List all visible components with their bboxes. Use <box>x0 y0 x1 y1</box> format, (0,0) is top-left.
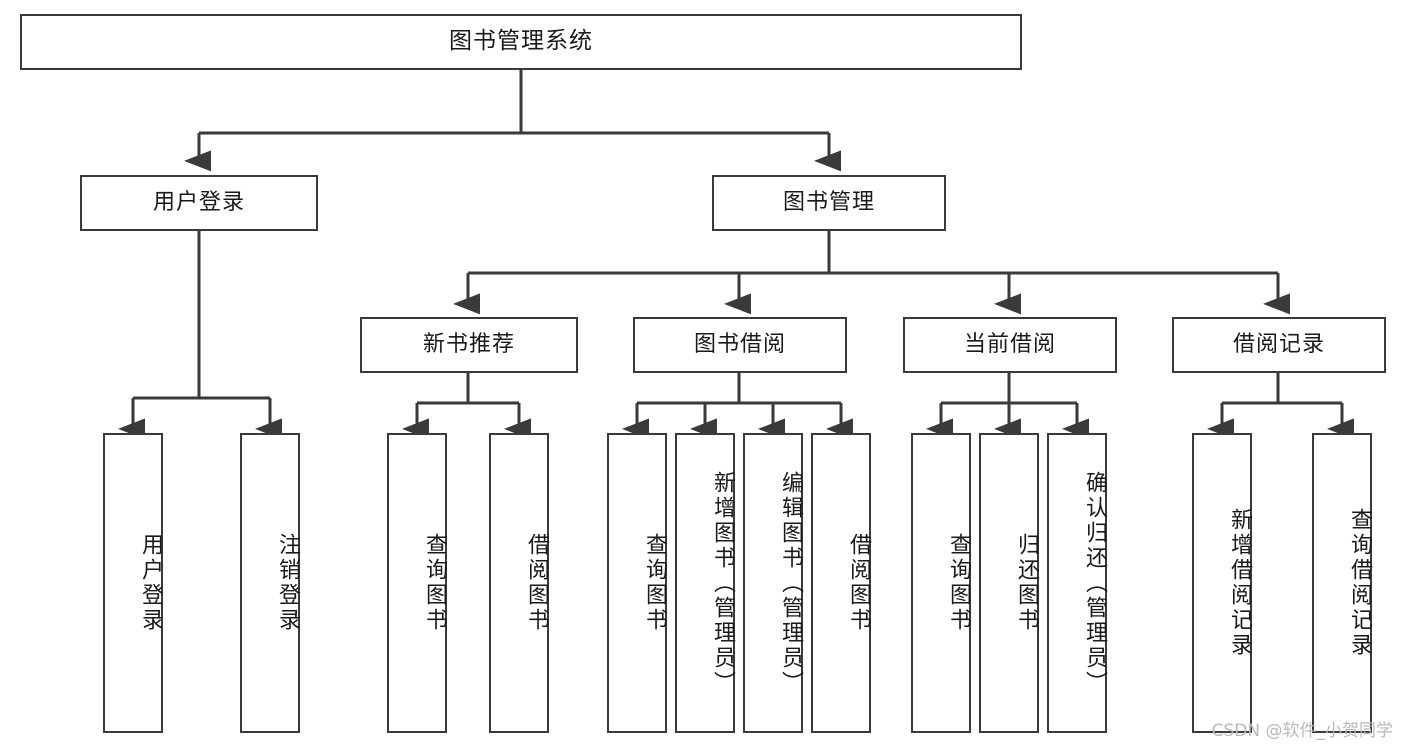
leaf-label: 归还图书 <box>1014 533 1039 633</box>
leaf-label: 注销登录 <box>275 533 300 633</box>
leaf-add-borrow-record[interactable]: 新增借阅记录 <box>1192 433 1252 733</box>
leaf-label: 用户登录 <box>138 533 163 633</box>
node-book-management[interactable]: 图书管理 <box>712 175 946 231</box>
leaf-borrow-book-new[interactable]: 借阅图书 <box>489 433 549 733</box>
leaf-label: 查询图书 <box>946 533 971 633</box>
leaf-query-borrow-record[interactable]: 查询借阅记录 <box>1312 433 1372 733</box>
leaf-label: 借阅图书 <box>524 533 549 633</box>
leaf-label: 查询图书 <box>642 533 667 633</box>
leaf-user-logout[interactable]: 注销登录 <box>240 433 300 733</box>
leaf-edit-book-admin[interactable]: 编辑图书（管理员） <box>743 433 803 733</box>
node-root-system[interactable]: 图书管理系统 <box>20 14 1022 70</box>
node-current-borrow[interactable]: 当前借阅 <box>903 317 1117 373</box>
leaf-label: 编辑图书（管理员） <box>778 470 803 696</box>
leaf-user-login[interactable]: 用户登录 <box>103 433 163 733</box>
leaf-query-book-current[interactable]: 查询图书 <box>911 433 971 733</box>
leaf-add-book-admin[interactable]: 新增图书（管理员） <box>675 433 735 733</box>
leaf-label: 借阅图书 <box>846 533 871 633</box>
leaf-return-book[interactable]: 归还图书 <box>979 433 1039 733</box>
csdn-watermark: CSDN @软件_小贺同学 <box>1211 721 1393 741</box>
node-book-borrow[interactable]: 图书借阅 <box>633 317 847 373</box>
leaf-label: 确认归还（管理员） <box>1082 470 1107 696</box>
leaf-label: 新增图书（管理员） <box>710 470 735 696</box>
node-user-login[interactable]: 用户登录 <box>80 175 318 231</box>
node-new-book-recommend[interactable]: 新书推荐 <box>360 317 578 373</box>
leaf-label: 新增借阅记录 <box>1227 508 1252 658</box>
leaf-label: 查询图书 <box>422 533 447 633</box>
leaf-confirm-return-admin[interactable]: 确认归还（管理员） <box>1047 433 1107 733</box>
leaf-query-book-new[interactable]: 查询图书 <box>387 433 447 733</box>
leaf-label: 查询借阅记录 <box>1347 508 1372 658</box>
leaf-query-book[interactable]: 查询图书 <box>607 433 667 733</box>
leaf-borrow-book[interactable]: 借阅图书 <box>811 433 871 733</box>
node-borrow-record[interactable]: 借阅记录 <box>1172 317 1386 373</box>
